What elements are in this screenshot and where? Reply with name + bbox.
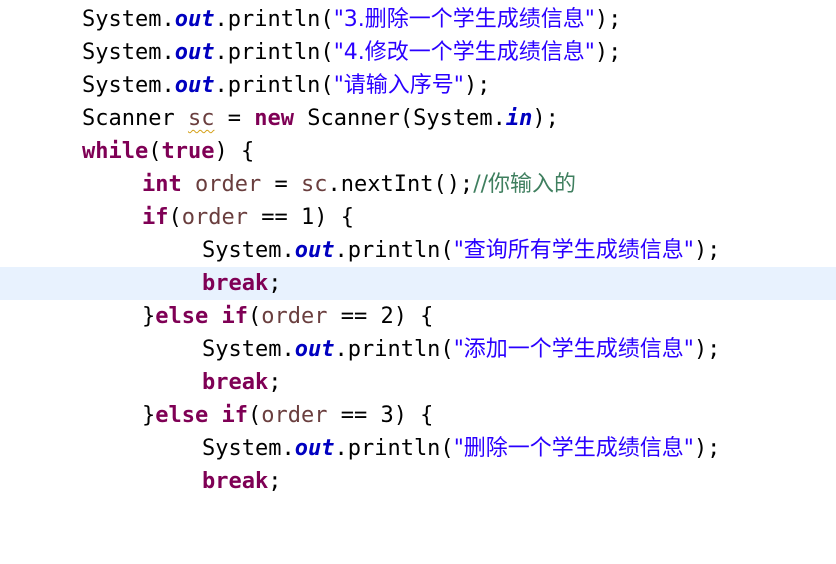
code-text: System.out.println("删除一个学生成绩信息"); [202,436,721,461]
code-text: break; [202,271,282,296]
code-line[interactable]: System.out.println("3.删除一个学生成绩信息"); [0,3,836,36]
code-comment: //你输入的 [473,172,577,197]
code-line[interactable]: break; [0,465,836,498]
code-line[interactable]: break; [0,366,836,399]
code-text: break; [202,469,282,494]
warning-underline: sc [187,106,215,131]
code-text: if(order == 1) { [142,205,354,230]
code-editor[interactable]: System.out.println("3.删除一个学生成绩信息"); Syst… [0,0,836,497]
code-text: Scanner sc = new Scanner(System.in); [82,106,559,131]
code-line[interactable]: System.out.println("删除一个学生成绩信息"); [0,432,836,465]
code-text: System.out.println("3.删除一个学生成绩信息"); [82,7,622,32]
code-line[interactable]: if(order == 1) { [0,201,836,234]
code-text: System.out.println("4.修改一个学生成绩信息"); [82,40,622,65]
code-line[interactable]: System.out.println("请输入序号"); [0,69,836,102]
code-text: while(true) { [82,139,255,164]
code-text: System.out.println("请输入序号"); [82,73,491,98]
code-text: }else if(order == 2) { [142,304,434,329]
code-text: }else if(order == 3) { [142,403,434,428]
code-line[interactable]: int order = sc.nextInt();//你输入的 [0,168,836,201]
code-text: System.out.println("添加一个学生成绩信息"); [202,337,721,362]
code-line[interactable]: while(true) { [0,135,836,168]
current-line-highlight[interactable]: break; [0,267,836,300]
code-line[interactable]: }else if(order == 3) { [0,399,836,432]
code-line[interactable]: System.out.println("4.修改一个学生成绩信息"); [0,36,836,69]
code-text: break; [202,370,282,395]
code-line[interactable]: System.out.println("添加一个学生成绩信息"); [0,333,836,366]
code-text: System.out.println("查询所有学生成绩信息"); [202,238,721,263]
code-line[interactable]: Scanner sc = new Scanner(System.in); [0,102,836,135]
code-text: int order = sc.nextInt();//你输入的 [142,172,577,197]
code-line[interactable]: }else if(order == 2) { [0,300,836,333]
code-line[interactable]: System.out.println("查询所有学生成绩信息"); [0,234,836,267]
